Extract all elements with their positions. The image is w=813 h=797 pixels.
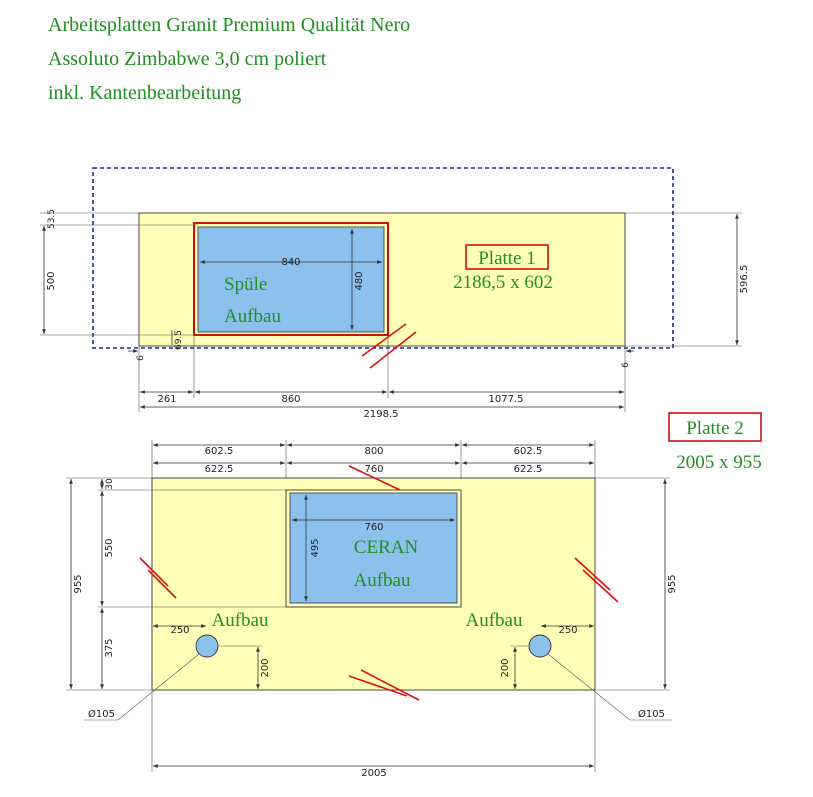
title-line-2: Assoluto Zimbabwe 3,0 cm poliert [48,48,327,70]
sink-label-1: Spüle [224,274,267,295]
plate-2-size: 2005 x 955 [676,452,762,473]
sink-cutout-frame [193,222,389,336]
dim-hole-right-x: 250 [558,625,577,636]
hole-left [195,634,219,658]
dim-left-bottom: 375 [104,638,115,657]
dim-inner-width: 760 [364,522,383,533]
dim-hole-left-dia: Ø105 [88,708,115,720]
dim-left-edge: 6 [136,355,146,361]
dim-sink-depth: 480 [354,271,365,290]
dim-hole-right-y: 200 [500,658,511,677]
dim-hole-right-dia: Ø105 [638,708,665,720]
dim-seg-right: 1077.5 [489,394,524,405]
dim-top-mid: 800 [364,446,383,457]
sink-label-2: Aufbau [224,306,281,327]
plate-1-size: 2186,5 x 602 [453,272,553,293]
plate-1-label: Platte 1 [478,248,536,269]
plate-2-label-box [668,412,762,442]
dim-right-edge: 6 [621,362,631,368]
hole-left-label: Aufbau [212,610,269,631]
dim-left-mid: 550 [104,538,115,557]
dim-hole-left-y: 200 [260,658,271,677]
title-line-1: Arbeitsplatten Granit Premium Qualität N… [48,14,411,36]
dim-seg-left: 261 [157,394,176,405]
dim-sec-mid: 760 [364,464,383,475]
plate-1-outline-dashed [92,167,674,349]
dim-top-right: 602.5 [514,446,543,457]
dim-total: 2198.5 [364,409,399,420]
ceran-label-2: Aufbau [354,570,411,591]
ceran-cutout [289,492,458,604]
plate-2: 602.5 800 602.5 622.5 760 622.5 760 495 … [66,440,678,779]
ceran-label-1: CERAN [354,537,419,558]
dim-sink-width: 840 [281,257,300,268]
dim-bottom-offset: 69.5 [174,330,184,350]
plate-1-label-box [465,244,549,270]
plate-2-label: Platte 2 [686,418,744,439]
dim-total-width: 2005 [361,768,386,779]
dim-top-left: 602.5 [205,446,234,457]
dim-sec-right: 622.5 [514,464,543,475]
dim-sec-left: 622.5 [205,464,234,475]
dim-right-total: 955 [667,574,678,593]
hole-right-label: Aufbau [466,610,523,631]
dim-top-offset: 53.5 [47,209,57,229]
dim-right-depth: 596.5 [739,265,750,294]
dim-seg-mid: 860 [281,394,300,405]
dim-hole-left-x: 250 [170,625,189,636]
title-line-3: inkl. Kantenbearbeitung [48,82,242,104]
plate-1: 840 480 Spüle Aufbau Platte 1 2186,5 x 6… [40,167,750,420]
dim-left-top: 30 [105,478,115,490]
dim-left-total: 955 [73,574,84,593]
dim-left-depth: 500 [46,271,57,290]
dim-inner-depth: 495 [310,538,321,557]
hole-right [528,634,552,658]
